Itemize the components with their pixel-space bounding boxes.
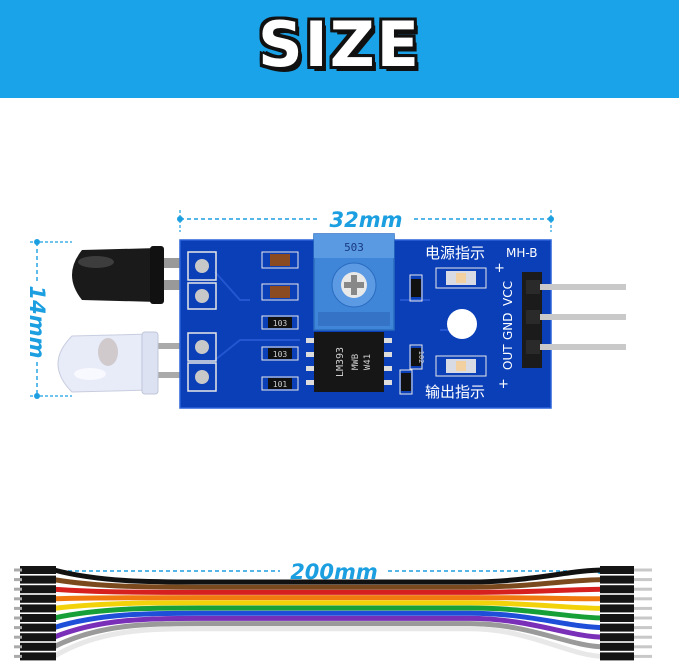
pin-label-vcc: VCC [501, 281, 515, 306]
right-pin [634, 654, 652, 658]
left-connector [20, 566, 56, 574]
led-pads [187, 251, 217, 392]
mounting-hole [447, 309, 477, 339]
ir-receiver-led [57, 331, 180, 395]
left-pin [14, 587, 22, 591]
right-pin [634, 645, 652, 649]
wire [53, 567, 605, 585]
left-connector [20, 575, 56, 584]
smd-leds [435, 267, 487, 377]
pot-label: 503 [344, 241, 364, 254]
right-pin [634, 568, 652, 572]
right-pin [634, 597, 652, 601]
wire [52, 621, 605, 650]
left-connector [20, 604, 56, 613]
model-label: MH-B [506, 246, 538, 260]
chip-label-3: W41 [363, 354, 373, 370]
header-pins [522, 272, 626, 368]
title-banner: SIZE [0, 0, 679, 98]
left-pin [14, 606, 22, 610]
right-connector [600, 566, 634, 574]
banner-title: SIZE [257, 8, 422, 81]
wire [53, 605, 605, 621]
wire [53, 577, 605, 590]
lm393-chip: LM393 MWB W41 [306, 332, 392, 392]
ir-emitter-led [72, 246, 180, 304]
left-connector [20, 585, 56, 594]
left-pin [14, 568, 22, 572]
right-connector [600, 614, 634, 622]
left-pin [14, 578, 22, 582]
left-connector [20, 623, 56, 632]
pin-label-out: OUT [501, 344, 515, 370]
right-pin [634, 626, 652, 630]
left-connector [20, 642, 56, 651]
resistor-label-1: 103 [273, 319, 288, 328]
output-indicator-label: 输出指示 [425, 383, 485, 401]
left-pin [14, 654, 22, 658]
left-pin [14, 635, 22, 639]
plus-mark-bottom: + [498, 377, 509, 392]
right-pin [634, 635, 652, 639]
resistor-label-2: 103 [273, 350, 288, 359]
left-connector [20, 652, 56, 661]
wire [53, 615, 605, 640]
resistors: 103 103 101 102 [261, 274, 425, 395]
right-connector [600, 594, 634, 603]
resistor-label-3: 101 [273, 380, 288, 389]
left-pin [14, 597, 22, 601]
height-label: 14mm [25, 286, 49, 359]
right-pin [634, 616, 652, 620]
right-connector [600, 604, 634, 613]
pin-label-gnd: GND [501, 312, 515, 340]
wire [53, 595, 605, 602]
left-pin [14, 616, 22, 620]
width-dimension: 32mm [177, 208, 554, 232]
left-connector [20, 594, 56, 603]
right-connector [600, 575, 634, 584]
chip-label-1: LM393 [335, 347, 346, 377]
left-connector [20, 614, 56, 622]
power-indicator-label: 电源指示 [425, 244, 485, 262]
wire [53, 586, 605, 595]
right-connector [600, 642, 634, 651]
pcb-board: 103 103 101 102 LM393 [179, 233, 626, 409]
height-dimension: 14mm [25, 239, 72, 399]
wire [52, 626, 605, 659]
right-pin [634, 578, 652, 582]
right-pin [634, 606, 652, 610]
wire [53, 610, 605, 631]
chip-label-2: MWB [351, 354, 361, 370]
left-pin [14, 626, 22, 630]
wire [53, 600, 605, 611]
plus-mark-top: + [494, 261, 505, 276]
potentiometer: 503 [313, 233, 395, 331]
capacitors [261, 251, 299, 301]
left-pin [14, 645, 22, 649]
right-pin [634, 587, 652, 591]
right-connector [600, 652, 634, 661]
jumper-cable [14, 566, 652, 661]
left-connector [20, 633, 56, 642]
right-connector [600, 633, 634, 642]
resistor-label-4: 102 [417, 351, 425, 364]
width-label: 32mm [330, 208, 403, 232]
right-connector [600, 623, 634, 632]
right-connector [600, 585, 634, 594]
